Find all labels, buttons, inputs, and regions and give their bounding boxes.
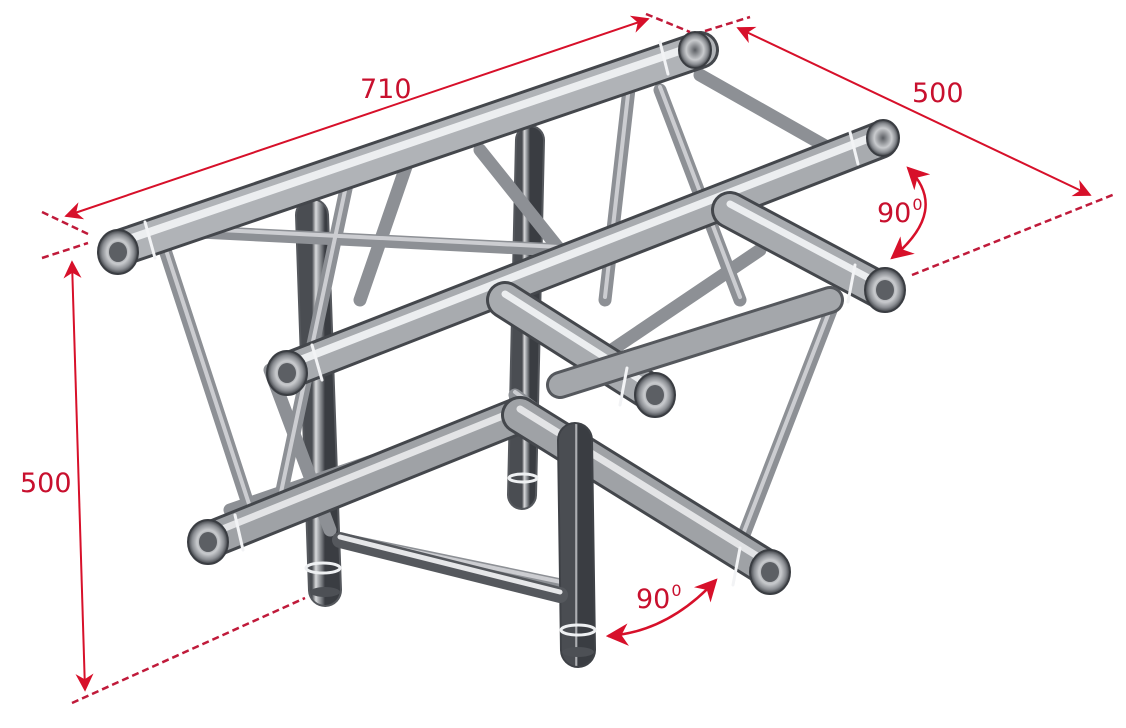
length-dimension-label: 710 xyxy=(360,74,412,105)
dimension-lines xyxy=(63,15,1092,692)
angle-value: 90 xyxy=(877,198,912,229)
height-dimension-label: 500 xyxy=(20,468,72,499)
degree-symbol: 0 xyxy=(671,581,682,600)
tube-end-caps xyxy=(97,31,906,595)
truss-structure xyxy=(97,31,906,668)
dimension-guides xyxy=(41,12,1116,705)
angle-value: 90 xyxy=(636,584,671,615)
angle-label-top-right: 900 xyxy=(877,197,923,229)
angle-label-bottom: 900 xyxy=(636,583,682,615)
degree-symbol: 0 xyxy=(912,195,923,214)
width-dimension-label: 500 xyxy=(912,78,964,109)
